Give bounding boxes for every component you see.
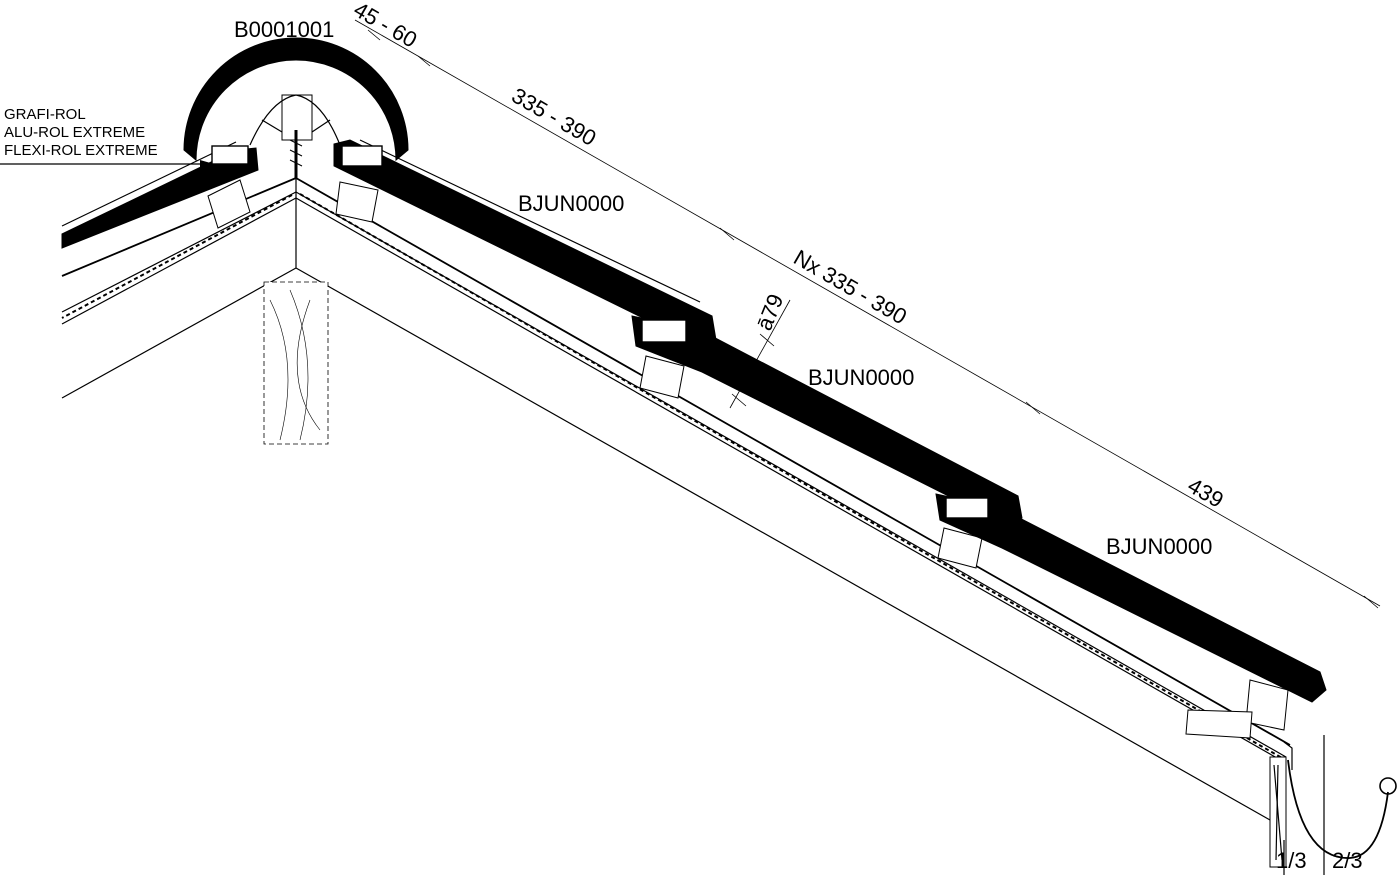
roof-structure	[61, 177, 1293, 868]
battens	[207, 179, 1289, 739]
grafi-rol-label: GRAFI-ROL	[4, 106, 86, 123]
dim-335-390-label: 335 - 390	[508, 83, 601, 151]
roof-tiles	[61, 139, 1327, 703]
tile-label-3: BJUN0000	[1106, 534, 1212, 559]
gutter	[1283, 735, 1397, 875]
ridge-code-label: B0001001	[234, 17, 334, 42]
dim-439-label: 439	[1184, 473, 1228, 513]
dim-a79-label: ā79	[751, 290, 788, 333]
dim-45-60-label: 45 - 60	[350, 0, 422, 53]
gutter-right-label: 2/3	[1332, 848, 1363, 873]
roll-leader	[0, 160, 214, 168]
flexi-rol-label: FLEXI-ROL EXTREME	[4, 142, 158, 159]
tile-label-2: BJUN0000	[808, 365, 914, 390]
ridge-beam	[263, 281, 329, 445]
ridge-cap-tile	[183, 37, 409, 178]
alu-rol-label: ALU-ROL EXTREME	[4, 124, 145, 141]
dim-nx-label: Nx 335 - 390	[790, 245, 912, 330]
dimension-lines	[354, 19, 1381, 609]
gutter-left-label: 1/3	[1276, 848, 1307, 873]
tile-label-1: BJUN0000	[518, 191, 624, 216]
